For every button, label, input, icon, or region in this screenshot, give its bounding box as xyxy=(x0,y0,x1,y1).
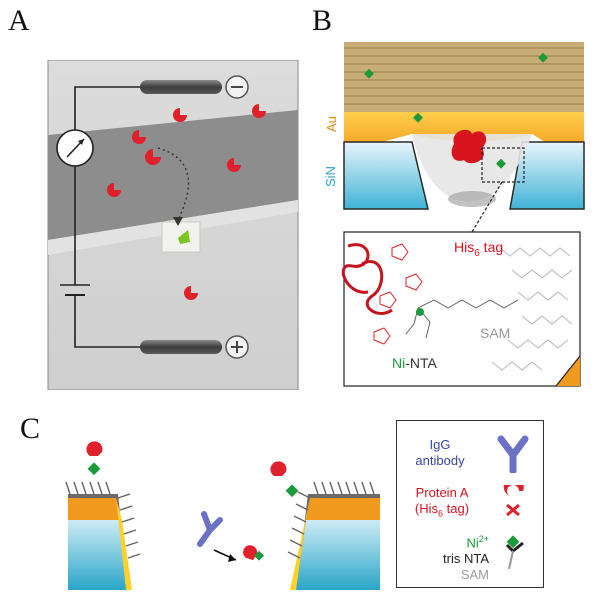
right-pore-wall xyxy=(270,461,380,590)
sam-label: SAM xyxy=(480,325,510,341)
antibody-binding-pair xyxy=(197,511,264,562)
bottom-electrode xyxy=(140,340,222,354)
protein-molecules xyxy=(107,104,266,300)
legend-igg-text: IgG antibody xyxy=(401,437,479,469)
igg-antibody-legend-icon xyxy=(497,435,529,473)
panel-b-pore-cross-section: Au SiN His6 tag Ni-NTA SAM xyxy=(323,42,585,387)
legend-chem-text: Ni2+ tris NTA SAM xyxy=(397,531,489,583)
trajectory-arrow xyxy=(157,147,190,221)
his-tag-chains xyxy=(373,243,423,345)
chemistry-inset xyxy=(343,231,581,387)
sin-left-block xyxy=(343,141,429,210)
panel-c-functionalization xyxy=(65,441,380,590)
tris-nta-legend-icon xyxy=(505,535,524,570)
nickel-ion xyxy=(416,308,424,316)
protein-ribbon xyxy=(341,243,393,315)
bound-protein xyxy=(178,230,190,244)
igg-antibody-icon xyxy=(197,511,223,547)
panel-c-label: C xyxy=(20,412,41,445)
left-pore-wall xyxy=(65,441,141,590)
protein-a-legend-icon xyxy=(503,485,524,517)
panel-a-label: A xyxy=(8,4,30,37)
panel-b-label: B xyxy=(312,4,333,37)
legend-sam-line: SAM xyxy=(460,567,489,583)
receptor-site xyxy=(538,52,548,63)
legend-protein-a-line1: Protein A xyxy=(415,485,469,500)
membrane-band xyxy=(48,110,298,240)
panel-a-nanopore-setup xyxy=(47,60,299,390)
au-label: Au xyxy=(324,116,339,132)
circuit-wire xyxy=(74,86,140,130)
legend-igg-line1: IgG xyxy=(429,437,451,452)
legend-tris-nta-line: tris NTA xyxy=(443,551,489,567)
receptor-site xyxy=(496,158,506,169)
sam-chains xyxy=(491,247,573,371)
legend-protein-a-line2: (His6 tag) xyxy=(414,501,470,519)
tris-nta-receptor xyxy=(87,462,101,476)
legend-protein-a-text: Protein A (His6 tag) xyxy=(397,485,487,522)
tris-nta-receptor xyxy=(285,484,299,498)
his-tag-label: His6 tag xyxy=(454,239,503,259)
protein-a-with-ni xyxy=(243,545,258,560)
top-electrode xyxy=(140,80,222,94)
sam-brush-layer xyxy=(344,42,584,120)
protein-a-bound xyxy=(270,461,287,476)
zoom-region xyxy=(481,147,525,183)
legend-igg-line2: antibody xyxy=(415,453,465,468)
sin-label: SiN xyxy=(323,166,338,187)
legend-ni-line: Ni2+ xyxy=(466,534,489,551)
sin-right-block xyxy=(509,141,585,210)
captured-protein xyxy=(451,129,487,164)
panel-c-legend: IgG antibody Protein A (His6 tag) Ni2+ t… xyxy=(396,420,544,588)
ni-nta-label: Ni-NTA xyxy=(392,355,438,371)
protein-a-bound xyxy=(86,441,103,456)
